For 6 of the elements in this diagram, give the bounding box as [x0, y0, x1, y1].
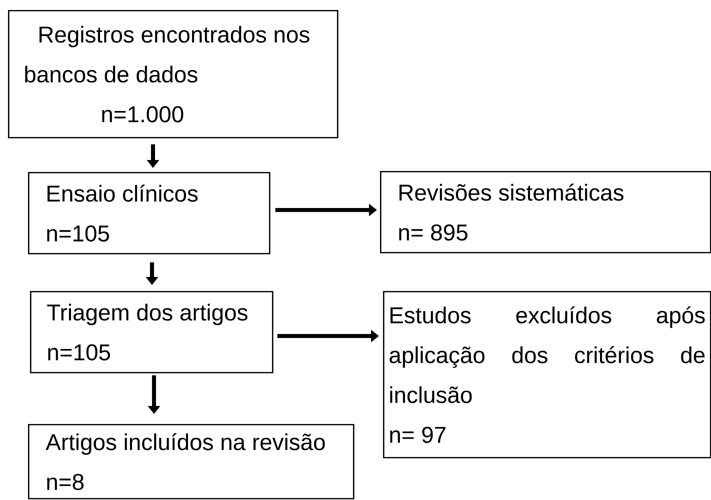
process-box: Artigos incluídos na revisão n=8	[28, 424, 354, 500]
process-box: Ensaio clínicos n=105	[28, 172, 270, 254]
process-box: Registros encontrados nos bancos de dados n=1.000	[8, 10, 338, 138]
process-box: Estudos excluídos após aplicação dos critérios de inclusão n= 97	[383, 291, 711, 458]
process-box: Triagem dos artigos n=105	[30, 291, 274, 374]
process-box: Revisões sistemáticas n= 895	[380, 171, 711, 254]
